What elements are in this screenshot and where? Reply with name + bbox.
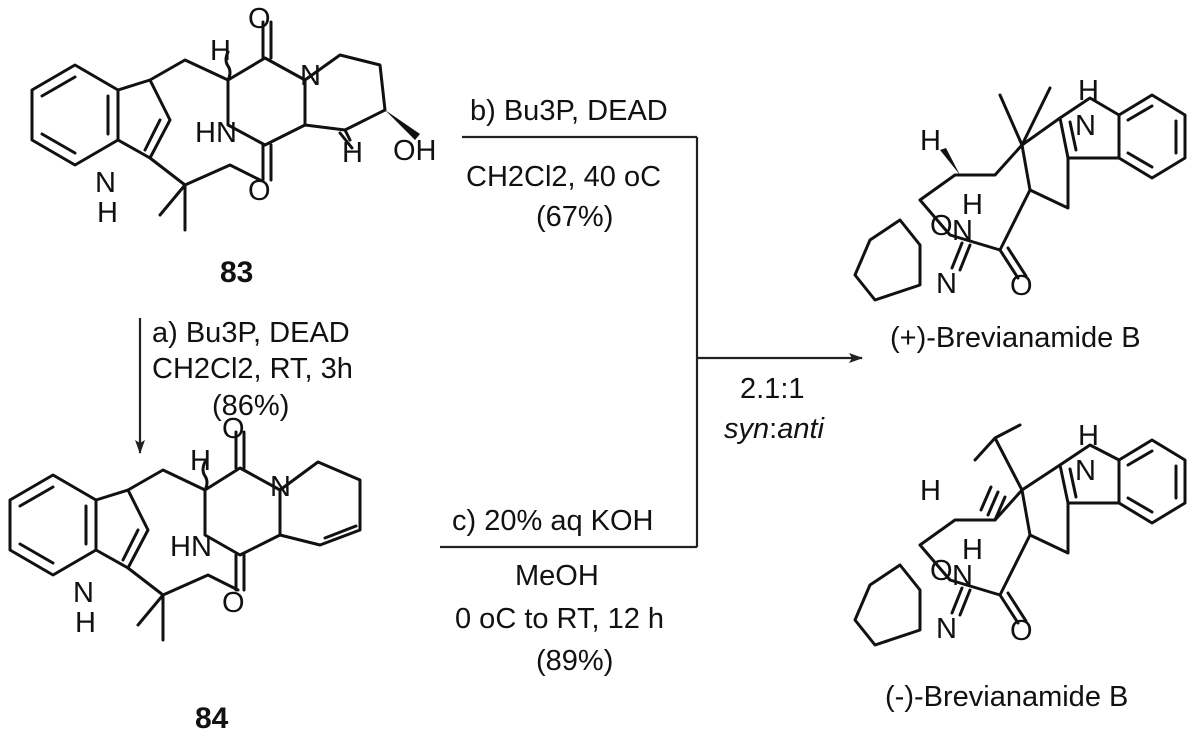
- compound-84-label: 84: [195, 702, 229, 735]
- product-plus-structure: [853, 86, 1187, 302]
- atom-n-83-indole: N: [95, 167, 116, 199]
- product-minus-structure: [853, 423, 1187, 647]
- atom-n-minus-indole: N: [1075, 455, 1096, 487]
- atom-h-84-alpha: H: [190, 445, 211, 477]
- atom-nh-minus-indole: H: [1078, 420, 1099, 452]
- cond-b-yield: (67%): [536, 201, 613, 233]
- atom-h-minus: H: [920, 475, 941, 507]
- atom-o-plus-bottom: O: [1010, 270, 1033, 302]
- cond-a-line1: a) Bu3P, DEAD: [152, 317, 350, 349]
- atom-oh-83: OH: [393, 135, 437, 167]
- atom-n-83: N: [300, 60, 321, 92]
- atom-h-83-alpha: H: [210, 35, 231, 67]
- cond-c-line3: 0 oC to RT, 12 h: [455, 603, 664, 635]
- atom-hn-84: HN: [170, 531, 212, 563]
- product-plus-label: (+)-Brevianamide B: [890, 322, 1141, 354]
- compound-83-label: 83: [220, 256, 253, 289]
- atom-o-minus-inner: O: [930, 555, 953, 587]
- atom-h-minus-nh: H: [962, 534, 983, 566]
- compound-84-structure: [8, 430, 362, 642]
- cond-b-line1: b) Bu3P, DEAD: [470, 95, 668, 127]
- cond-c-line1: c) 20% aq KOH: [452, 505, 653, 537]
- compound-83-structure: [30, 20, 420, 232]
- atom-n-minus-ring: N: [936, 613, 957, 645]
- atom-o-83-top: O: [248, 3, 271, 35]
- atom-h-83-ring: H: [342, 137, 363, 169]
- atom-o-plus-inner: O: [930, 210, 953, 242]
- atom-n-plus-indole: N: [1075, 110, 1096, 142]
- atom-n-84-indole: N: [73, 577, 94, 609]
- product-minus-label: (-)-Brevianamide B: [885, 681, 1128, 713]
- atom-n-plus-ring: N: [936, 268, 957, 300]
- atom-o-84-top: O: [222, 413, 245, 445]
- atom-o-84-bottom: O: [222, 587, 245, 619]
- cond-a-yield: (86%): [212, 390, 289, 422]
- cond-b-line2: CH2Cl2, 40 oC: [466, 161, 661, 193]
- atom-h-plus: H: [920, 125, 941, 157]
- atom-hn-83: HN: [195, 117, 237, 149]
- cond-c-line2: MeOH: [515, 560, 599, 592]
- atom-n-84: N: [270, 471, 291, 503]
- atom-h-84-indole: H: [75, 607, 96, 639]
- cond-a-line2: CH2Cl2, RT, 3h: [152, 353, 353, 385]
- atom-o-83-bottom: O: [248, 175, 271, 207]
- cond-c-yield: (89%): [536, 645, 613, 677]
- atom-h-plus-nh: H: [962, 189, 983, 221]
- atom-o-minus-bottom: O: [1010, 615, 1033, 647]
- ratio-label: syn:anti: [724, 413, 826, 445]
- ratio-value: 2.1:1: [740, 373, 805, 405]
- atom-h-83-indole: H: [97, 197, 118, 229]
- atom-n-minus-nh: N: [952, 560, 973, 592]
- atom-n-plus-nh: N: [952, 215, 973, 247]
- atom-nh-plus-indole: H: [1078, 75, 1099, 107]
